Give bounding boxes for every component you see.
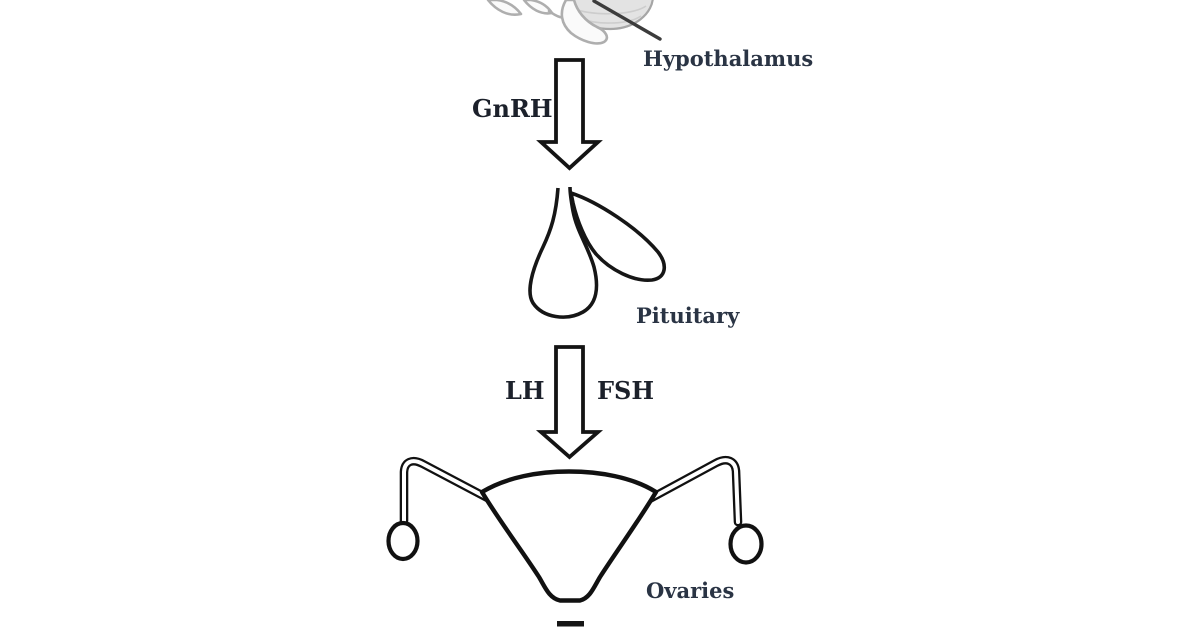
- brainstem-shape: [560, 0, 609, 45]
- pituitary-anterior-lobe: [528, 186, 599, 319]
- next-arrow-partial: [557, 621, 584, 627]
- hypothalamus-label: Hypothalamus: [643, 46, 813, 71]
- ovary-right: [728, 523, 764, 565]
- fsh-label: FSH: [597, 376, 654, 405]
- brain-illustration: [486, 0, 662, 45]
- lh-fsh-arrow: [535, 345, 604, 460]
- gnrh-arrow: [536, 58, 603, 171]
- pituitary-posterior-lobe: [569, 191, 666, 282]
- fallopian-tube-right-inner: [642, 458, 740, 524]
- ovaries-illustration: [386, 455, 764, 603]
- fallopian-tube-right: [639, 455, 743, 527]
- fallopian-tube-left-inner: [402, 459, 497, 523]
- ovary-left: [386, 520, 420, 562]
- pituitary-label: Pituitary: [636, 303, 740, 328]
- lh-label: LH: [505, 376, 545, 405]
- gnrh-label: GnRH: [472, 94, 553, 123]
- ovaries-label: Ovaries: [646, 578, 734, 603]
- hypothalamus-pointer-line: [592, 0, 662, 41]
- cortex-flap-left: [486, 0, 523, 16]
- uterus-body: [479, 469, 659, 603]
- pituitary-illustration: [528, 186, 666, 319]
